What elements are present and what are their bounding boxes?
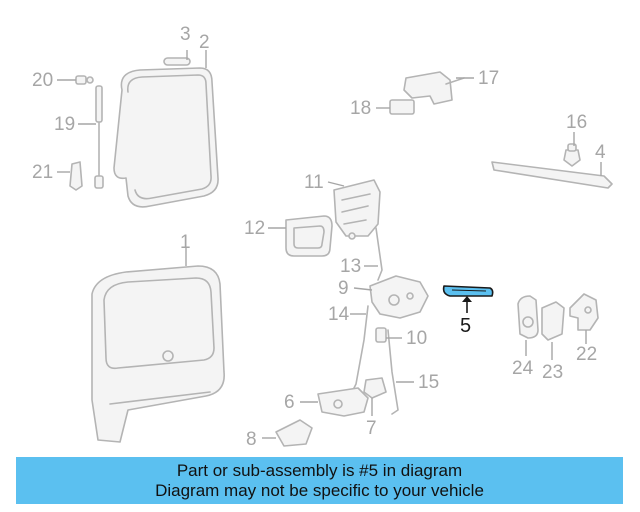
callout-10: 10 [406, 328, 427, 349]
callout-4: 4 [595, 142, 606, 163]
callout-labels: 1 2 3 4 5 6 7 8 9 10 11 12 13 14 15 16 1… [32, 24, 606, 450]
hinge-17 [403, 71, 465, 105]
callout-12: 12 [244, 218, 265, 239]
bracket-21 [69, 161, 83, 191]
callout-17: 17 [478, 68, 499, 89]
callout-21: 21 [32, 162, 53, 183]
latch-6 [317, 387, 369, 417]
callout-18: 18 [350, 98, 371, 119]
callout-16: 16 [566, 112, 587, 133]
callout-20: 20 [32, 70, 53, 91]
bolt-20 [75, 75, 94, 85]
callout-24: 24 [512, 358, 534, 379]
rod-13 [375, 227, 383, 281]
callout-9: 9 [338, 278, 349, 299]
callout-13: 13 [340, 256, 361, 277]
striker-24 [517, 295, 539, 339]
callout-2: 2 [199, 32, 210, 53]
callout-5: 5 [460, 315, 471, 337]
info-banner: Part or sub-assembly is #5 in diagram Di… [16, 457, 623, 504]
leader-lines [57, 50, 602, 439]
callout-22: 22 [576, 344, 597, 365]
striker-plate-23 [541, 301, 565, 341]
callout-6: 6 [284, 392, 295, 413]
trim-strip [163, 57, 191, 66]
striker-bracket-22 [569, 293, 599, 331]
bezel-12 [285, 215, 333, 257]
rear-window-glass [113, 67, 219, 208]
handle-assembly-9 [369, 275, 429, 319]
parts-diagram: 1 2 3 4 5 6 7 8 9 10 11 12 13 14 15 16 1… [32, 24, 613, 450]
callout-8: 8 [246, 429, 257, 450]
light-bar-4 [491, 161, 613, 189]
hinge-plate-18 [389, 99, 415, 115]
rod-15 [387, 329, 399, 415]
latch-7 [363, 377, 387, 399]
callout-19: 19 [54, 114, 75, 135]
callout-15: 15 [418, 372, 439, 393]
callout-14: 14 [328, 304, 350, 325]
bulb-16 [563, 143, 581, 167]
callout-23: 23 [542, 362, 563, 383]
callout-3: 3 [180, 24, 191, 45]
callout-7: 7 [366, 418, 377, 439]
lock-assembly-11 [333, 179, 381, 240]
clip-10 [375, 327, 387, 343]
tailgate [91, 265, 225, 443]
rod-14 [351, 305, 369, 393]
banner-line-1: Part or sub-assembly is #5 in diagram [176, 461, 463, 480]
callout-11: 11 [304, 172, 324, 193]
bracket-8 [275, 419, 313, 447]
banner-line-2: Diagram may not be specific to your vehi… [155, 481, 484, 500]
highlighted-part-5[interactable] [442, 285, 494, 297]
gas-strut [94, 85, 104, 189]
callout-1: 1 [180, 232, 191, 253]
